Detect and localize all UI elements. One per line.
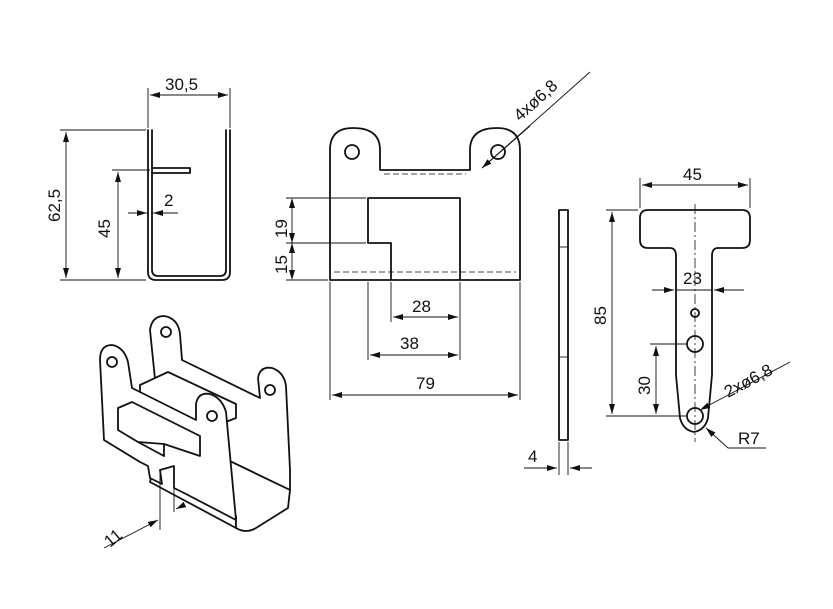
dim-flange-11: 11 bbox=[100, 525, 126, 551]
iso-hole-front-right bbox=[206, 410, 218, 422]
dim-holes-4x: 4xø6,8 bbox=[510, 76, 561, 125]
iso-hole-back-right bbox=[264, 384, 276, 396]
inner-tab bbox=[151, 167, 191, 174]
dim-width-30-5: 30,5 bbox=[165, 75, 198, 94]
t-part-view: 45 85 23 30 2xø6,8 R7 bbox=[591, 165, 791, 449]
dim-stem-23: 23 bbox=[683, 269, 702, 288]
iso-front-cutout bbox=[117, 401, 201, 457]
dim-strip-4: 4 bbox=[528, 447, 537, 466]
iso-hole-back-left bbox=[160, 326, 172, 338]
t-part-outline bbox=[639, 209, 751, 433]
hole-lower bbox=[686, 407, 704, 425]
front-plate-outline bbox=[329, 127, 521, 281]
side-strip-view: 4 bbox=[524, 209, 592, 475]
u-channel-outline bbox=[147, 129, 231, 281]
dim-cut-19: 19 bbox=[272, 219, 291, 238]
dim-thickness-2: 2 bbox=[164, 191, 173, 210]
dim-slot-45: 45 bbox=[95, 219, 114, 238]
dim-spacing-30: 30 bbox=[635, 376, 654, 395]
dim-cut-28: 28 bbox=[412, 297, 431, 316]
iso-hole-front-left bbox=[106, 356, 118, 368]
small-hole bbox=[690, 308, 700, 318]
dim-cut-15: 15 bbox=[272, 255, 291, 274]
front-view: 4xø6,8 19 15 28 38 79 bbox=[272, 71, 591, 400]
dim-cut-38: 38 bbox=[400, 334, 419, 353]
hole-left bbox=[344, 144, 360, 160]
front-cutout bbox=[367, 197, 461, 281]
u-channel-inner bbox=[151, 129, 227, 277]
dim-height-85: 85 bbox=[591, 306, 610, 325]
hole-upper bbox=[686, 335, 704, 353]
strip-outline bbox=[558, 209, 569, 441]
dim-holes-2x: 2xø6,8 bbox=[721, 360, 776, 401]
dim-height-62-5: 62,5 bbox=[45, 189, 64, 222]
left-view: 30,5 62,5 45 2 bbox=[45, 75, 231, 281]
isometric-view: 11 bbox=[99, 315, 291, 551]
dim-head-45: 45 bbox=[683, 165, 702, 184]
dim-radius-r7: R7 bbox=[738, 429, 760, 448]
hole-right bbox=[490, 144, 506, 160]
dim-total-79: 79 bbox=[416, 374, 435, 393]
